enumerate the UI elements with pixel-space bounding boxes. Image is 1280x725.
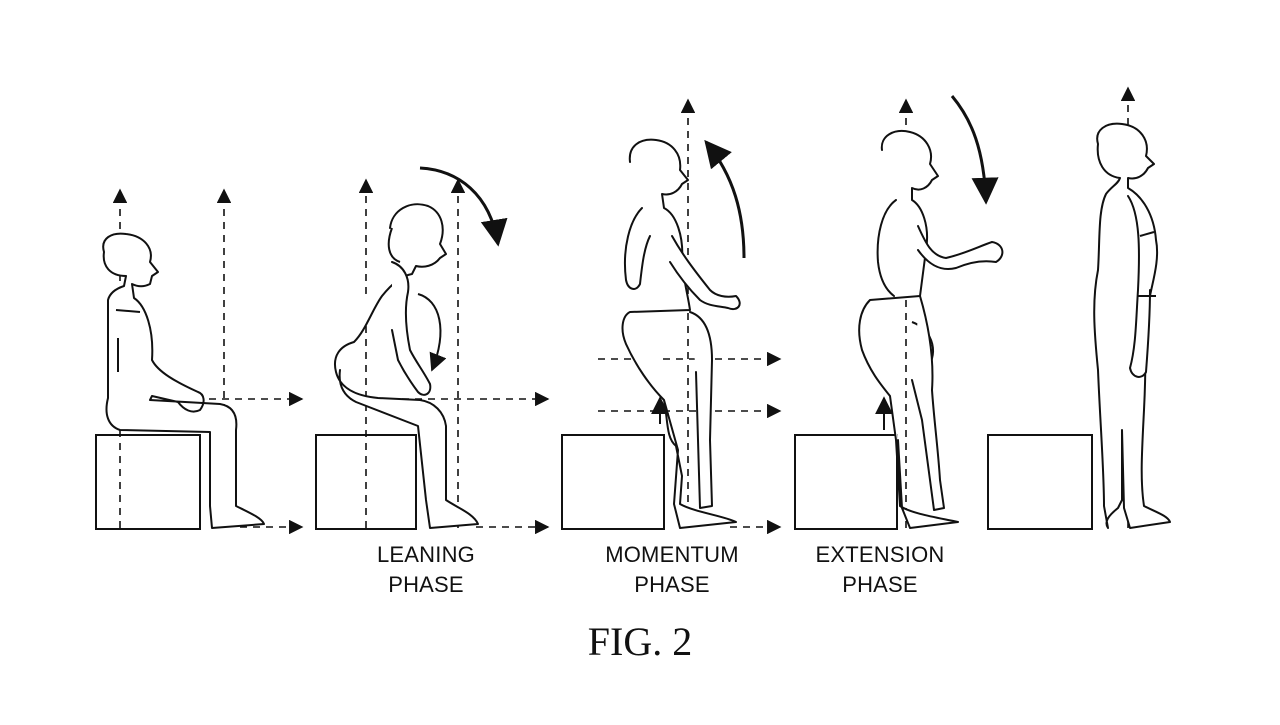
seat-box-3 [561, 434, 665, 530]
phase-label-leaning: LEANING PHASE [326, 540, 526, 600]
forward-rotation-arrow [419, 166, 508, 247]
stage-momentum [561, 98, 782, 535]
seat-box-4 [794, 434, 898, 530]
phase-label-line1: LEANING [377, 542, 475, 567]
stage-standing [987, 86, 1171, 530]
phase-label-line2: PHASE [842, 572, 918, 597]
phase-label-line2: PHASE [634, 572, 710, 597]
person-standing [1093, 122, 1171, 529]
person-momentum [621, 138, 741, 529]
seat-box-5 [987, 434, 1093, 530]
downward-rotation-arrow [950, 95, 999, 205]
person-leaning [334, 203, 479, 529]
stage-extension [794, 95, 1004, 530]
phase-label-momentum: MOMENTUM PHASE [572, 540, 772, 600]
phase-label-extension: EXTENSION PHASE [780, 540, 980, 600]
hip-rotation-arc [417, 293, 447, 372]
seat-box-1 [95, 434, 201, 530]
person-extension [858, 130, 1004, 529]
phase-label-line1: EXTENSION [815, 542, 945, 567]
stage-leaning [315, 166, 550, 535]
phase-label-line2: PHASE [388, 572, 464, 597]
person-seated [102, 232, 265, 529]
figure-caption: FIG. 2 [587, 619, 693, 664]
upward-rotation-arrow [704, 139, 746, 259]
stage-seated [95, 188, 304, 535]
phase-label-line1: MOMENTUM [605, 542, 739, 567]
